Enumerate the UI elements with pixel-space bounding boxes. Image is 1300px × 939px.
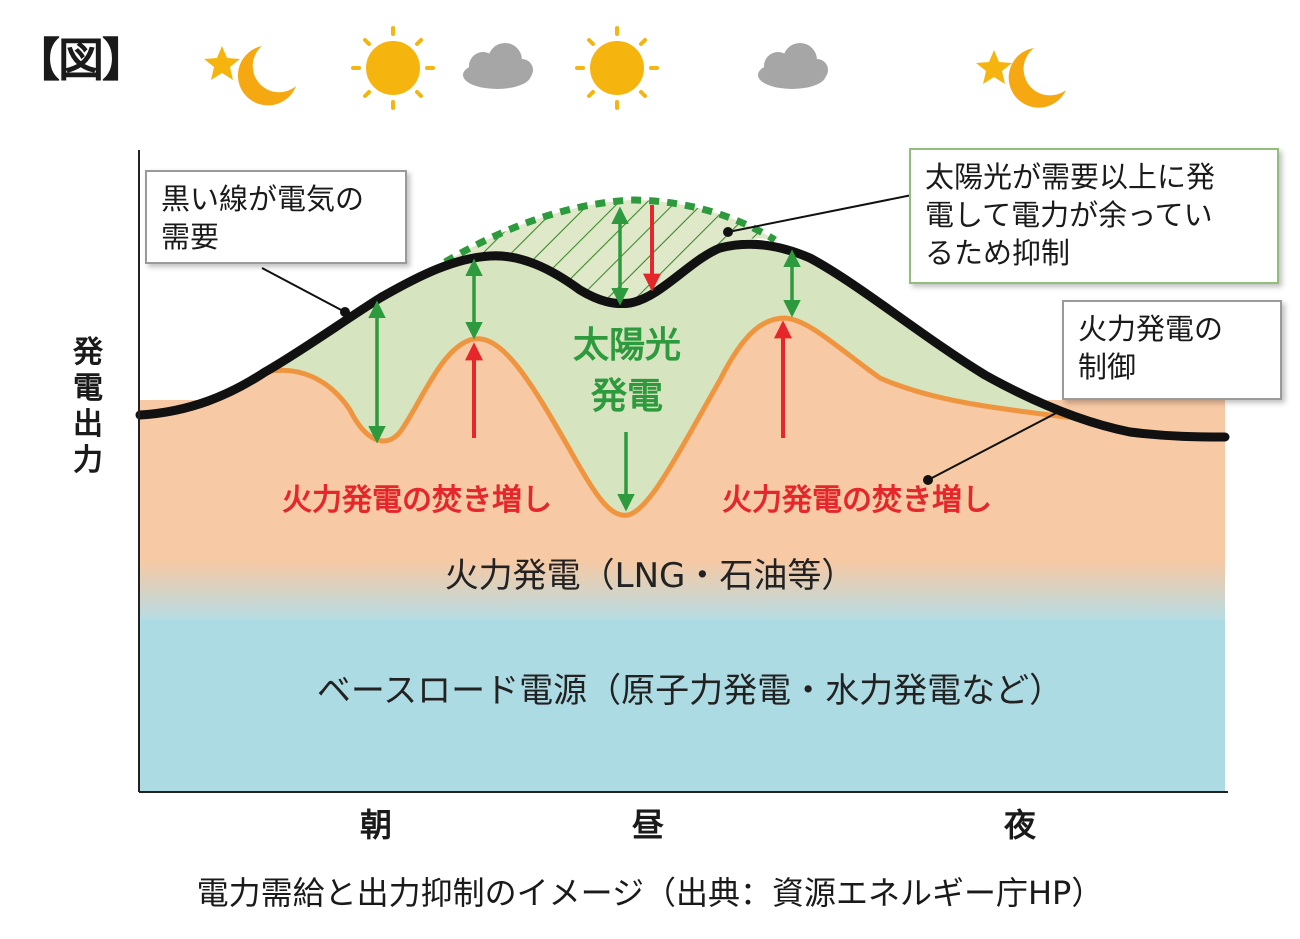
ramp-label-right: 火力発電の焚き増し	[722, 483, 992, 518]
moon-star-icon	[976, 48, 1066, 108]
baseload-band	[140, 610, 1225, 792]
demand-pointer	[261, 267, 346, 313]
cloud-icon	[463, 43, 533, 89]
figure-caption: 電力需給と出力抑制のイメージ（出典：資源エネルギー庁HP）	[196, 874, 1104, 912]
thermal-region	[140, 318, 1225, 560]
x-tick-noon: 昼	[632, 806, 665, 844]
solar-label-line1: 太陽光	[573, 325, 681, 366]
thermal-control-pointer	[927, 409, 1063, 481]
x-tick-night: 夜	[1004, 806, 1037, 844]
baseload-label: ベースロード電源（原子力発電・水力発電など）	[317, 671, 1063, 711]
y-axis-label: 発 電 出 力	[73, 335, 103, 478]
thermal-label: 火力発電（LNG・石油等）	[445, 556, 856, 596]
curtail-pointer-dot	[723, 227, 733, 237]
solar-potential-line	[443, 196, 777, 266]
moon-star-icon	[204, 46, 296, 106]
figure-label: 【図】	[14, 33, 148, 87]
band-transition	[140, 560, 1225, 620]
curtailment-callout: 太陽光が需要以上に発 電して電力が余ってい るため抑制	[909, 148, 1279, 284]
demand-callout: 黒い線が電気の 需要	[145, 170, 407, 264]
thermal-control-callout: 火力発電の 制御	[1062, 300, 1282, 400]
sun-icon	[575, 26, 659, 110]
thermal-line	[264, 315, 1076, 518]
demand-line	[135, 239, 1230, 442]
thermal-control-pointer-dot	[923, 475, 933, 485]
ramp-label-left: 火力発電の焚き増し	[282, 483, 552, 518]
demand-pointer-dot	[340, 307, 350, 317]
curtail-pointer	[727, 194, 913, 233]
x-tick-morning: 朝	[360, 806, 393, 844]
solar-label-line2: 発電	[591, 376, 663, 417]
cloud-icon	[758, 43, 828, 89]
sun-icon	[351, 26, 435, 110]
